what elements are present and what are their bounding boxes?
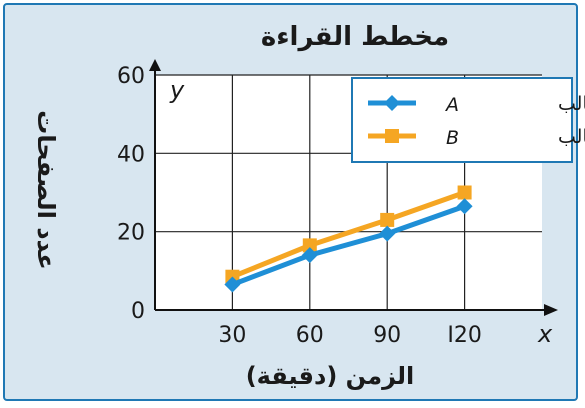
legend-label: الطالب — [558, 126, 585, 148]
data-point — [456, 198, 473, 215]
series-line — [231, 203, 466, 287]
legend-swatch-marker — [385, 129, 399, 143]
x-tick-label: 90 — [373, 323, 401, 348]
x-axis-variable: x — [537, 320, 553, 348]
x-tick-labels: 30 60 90 I20 — [218, 323, 481, 348]
y-axis-variable: y — [169, 76, 185, 104]
y-axis-label: عدد الصفحات — [32, 110, 60, 270]
y-tick-label: 0 — [131, 299, 145, 324]
legend-swatch-marker — [384, 95, 400, 111]
data-point — [301, 247, 318, 264]
legend-item-A: A الطالب — [368, 93, 585, 116]
series-B — [225, 185, 472, 284]
legend-box — [351, 77, 573, 163]
legend-var: B — [446, 127, 459, 149]
series-line — [231, 190, 466, 280]
x-axis-label: الزمن (دقيقة) — [246, 362, 415, 390]
data-point — [379, 225, 396, 242]
legend-label: الطالب — [558, 93, 585, 115]
data-point — [302, 238, 317, 253]
data-point — [380, 212, 395, 227]
data-series — [224, 185, 473, 293]
y-tick-label: 20 — [117, 221, 145, 246]
chart-title: مخطط القراءة — [261, 22, 449, 52]
x-tick-label: 30 — [218, 323, 246, 348]
y-axis-arrow — [149, 59, 161, 71]
legend-var: A — [444, 94, 459, 116]
legend: A الطالب B الطالب — [351, 77, 585, 163]
y-tick-label: 40 — [117, 142, 145, 167]
data-point — [224, 276, 241, 293]
x-axis-arrow — [544, 304, 558, 316]
y-tick-label: 60 — [117, 64, 145, 89]
y-tick-labels: 0 20 40 60 — [117, 64, 145, 324]
axes — [149, 59, 558, 316]
x-tick-label: I20 — [447, 323, 481, 348]
x-tick-label: 60 — [296, 323, 324, 348]
series-A — [224, 198, 473, 293]
data-point — [457, 185, 472, 200]
legend-item-B: B الطالب — [368, 126, 585, 149]
